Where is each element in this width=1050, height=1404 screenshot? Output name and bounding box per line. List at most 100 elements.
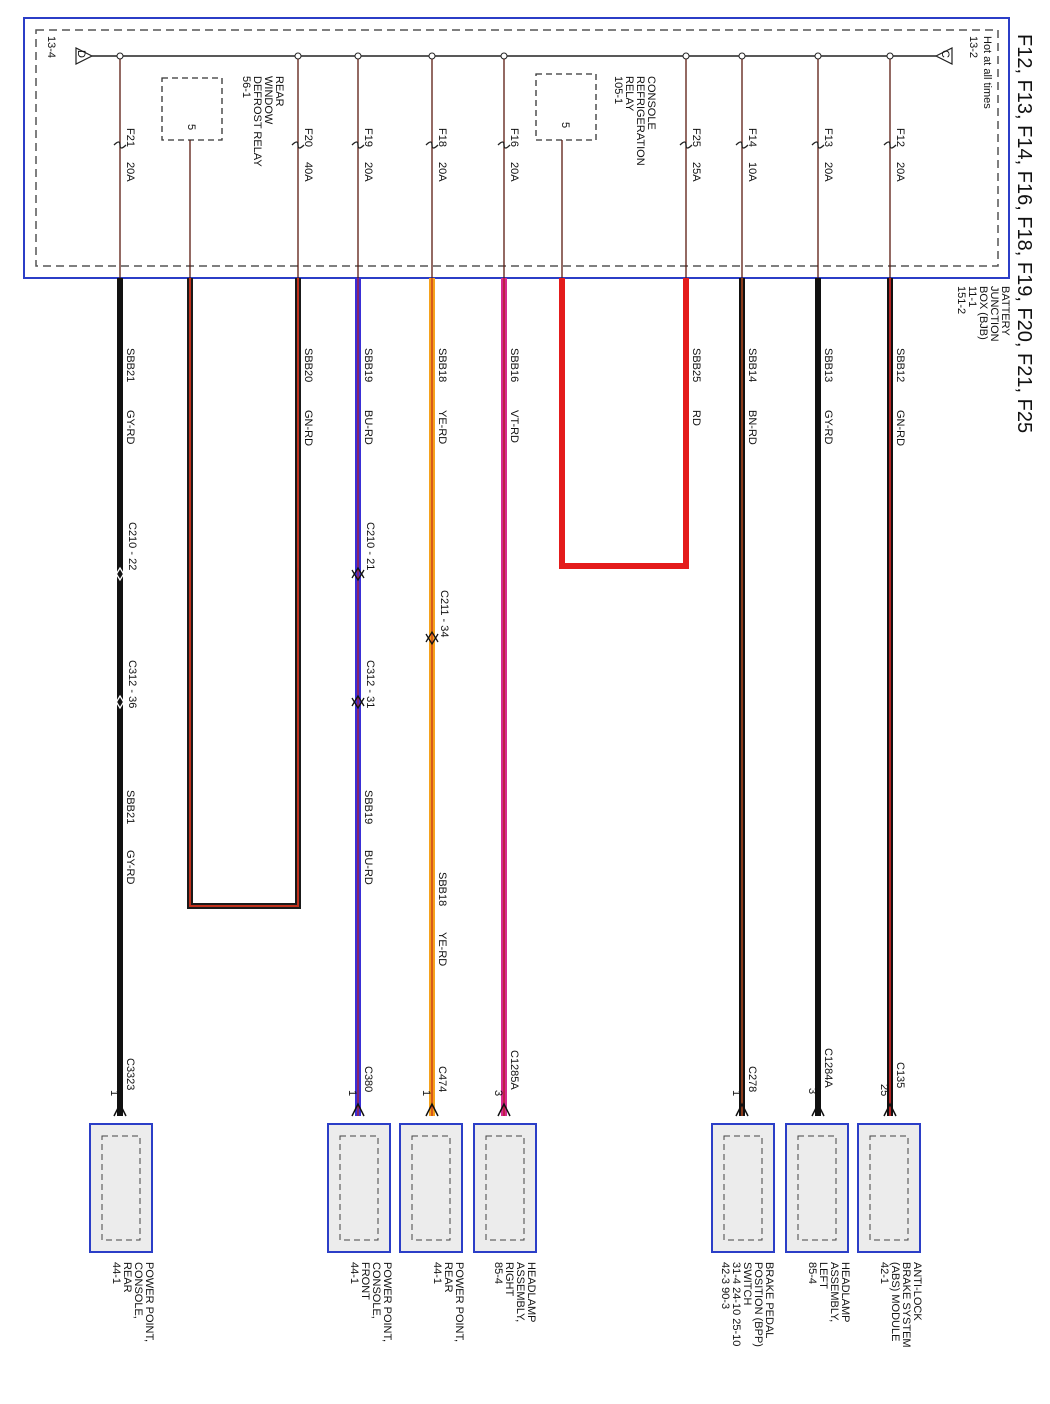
destination-line: REAR [121,1262,133,1293]
relay-label-line: REAR [273,76,285,107]
wire-loop-tracer [189,278,299,907]
relay-label-line: RELAY [623,76,635,112]
bjb-label: BATTERY JUNCTION BOX (BJB) 11-1 151-2 [955,286,1011,342]
destination-line: (ABS) MODULE [889,1262,901,1341]
fuse-rating: 10A [746,162,758,182]
hot-at-all-times-label: Hot at all times [981,36,993,109]
fuse-symbol [291,141,305,149]
destination-line: ASSEMBLY, [514,1262,526,1322]
page-title: F12, F13, F14, F16, F18, F19, F20, F21, … [1013,34,1035,433]
bus-node [354,52,362,60]
fuse-rating: 25A [690,162,702,182]
fuse-symbol [811,141,825,149]
wire-color-label: VT-RD [508,410,520,443]
destination-label: POWER POINT, REAR 44-1 [431,1262,465,1342]
wire-color-label: GY-RD [124,410,136,444]
fuse-name: F20 [302,128,314,147]
destination-line: HEADLAMP [839,1262,851,1323]
destination-line: HEADLAMP [525,1262,537,1323]
circuit-label-lower: SBB21 [124,790,136,824]
circuit-label: SBB13 [822,348,834,382]
destination-line: 31-4 24-10 25-10 [730,1262,742,1346]
circuit-f19: F19 20A SBB19 BU-RD C210 - 21 C312 - 31 … [327,52,393,1342]
fuse-name: F12 [894,128,906,147]
component-inner [411,1135,451,1241]
destination-line: POWER POINT, [143,1262,155,1342]
relay-box [535,73,597,141]
relay-label-line: CONSOLE [645,76,657,130]
bus-node [500,52,508,60]
bus-terminal-d-tag: D [75,50,87,58]
wire-color-label: BU-RD [362,410,374,445]
fuse-rating: 20A [362,162,374,182]
relay-pin: 5 [559,122,571,128]
destination-label: HEADLAMP ASSEMBLY, LEFT 85-4 [806,1262,851,1323]
component-box [89,1123,153,1253]
wire-color-label: BN-RD [746,410,758,445]
destination-line: 42-3 90-3 [719,1262,731,1309]
bjb-label-line: 11-1 [966,286,978,307]
destination-label: ANTI-LOCK BRAKE SYSTEM (ABS) MODULE 42-1 [878,1262,923,1348]
terminal-arrow [351,1102,365,1117]
bus-node [738,52,746,60]
terminal-arrow [425,1102,439,1117]
terminal-arrow [883,1102,897,1117]
fuse-rating: 20A [508,162,520,182]
bjb-label-line: 151-2 [955,286,967,314]
inline-connector-label: C211 - 34 [438,590,450,638]
component-box [711,1123,775,1253]
destination-line: CONSOLE, [370,1262,382,1319]
pin-label: 1 [346,1090,358,1096]
destination-label: POWER POINT, CONSOLE, FRONT 44-1 [348,1262,393,1342]
pin-label: 3 [492,1090,504,1096]
inline-connector-label-2: C312 - 31 [364,660,376,708]
fuse-rating: 20A [124,162,136,182]
wire-color-label: GY-RD [822,410,834,444]
terminal-arrow [113,1102,127,1117]
terminal-arrow [497,1102,511,1117]
destination-line: SWITCH [741,1262,753,1305]
wire-loop [559,278,689,569]
connector-label: C1284A [822,1048,834,1088]
inline-connector-symbol-2 [351,694,365,710]
destination-line: POSITION (BPP) [752,1262,764,1347]
component-inner [339,1135,379,1241]
wire-color-label-lower: GY-RD [124,850,136,884]
inline-connector-symbol-2 [113,694,127,710]
fuse-rating: 20A [822,162,834,182]
circuit-f20: F20 40A SBB20 GN-RD [187,52,314,909]
bjb-outer-frame [23,17,1010,279]
rear-window-defrost-relay: 5 REAR WINDOW DEFROST RELAY 56-1 [161,76,285,167]
fuse-name: F16 [508,128,520,147]
circuit-label: SBB12 [894,348,906,382]
bjb-inner-dashed [35,29,999,267]
destination-line: 85-4 [492,1262,504,1284]
component-inner [485,1135,525,1241]
fuse-symbol [883,141,897,149]
fuse-symbol [735,141,749,149]
fuse-rating: 20A [436,162,448,182]
circuit-label-lower: SBB18 [436,872,448,906]
terminal-arrow [735,1102,749,1117]
relay-label-line: WINDOW [262,76,274,125]
battery-junction-box: C D Hot at all times 13-2 13-4 BATTERY J… [23,17,1011,342]
destination-line: POWER POINT, [381,1262,393,1342]
fuse-symbol [113,141,127,149]
component-box [327,1123,391,1253]
circuit-label-lower: SBB19 [362,790,374,824]
bus-terminal-c [934,47,953,65]
destination-line: LEFT [817,1262,829,1289]
destination-line: POWER POINT, [453,1262,465,1342]
connector-label: C380 [362,1066,374,1092]
connector-label: C135 [894,1062,906,1088]
pin-label: 3 [806,1088,818,1094]
fuse-symbol [425,141,439,149]
component-box [399,1123,463,1253]
bjb-label-line: JUNCTION [988,286,1000,342]
relay-pin: 5 [185,124,197,130]
circuit-label: SBB16 [508,348,520,382]
inline-connector-label-2: C312 - 36 [126,660,138,708]
circuit-f16: F16 20A SBB16 VT-RD C1285A 3 HEADLAMP AS… [473,52,537,1323]
destination-line: 44-1 [348,1262,360,1284]
left-ref-label: 13-4 [45,36,57,58]
